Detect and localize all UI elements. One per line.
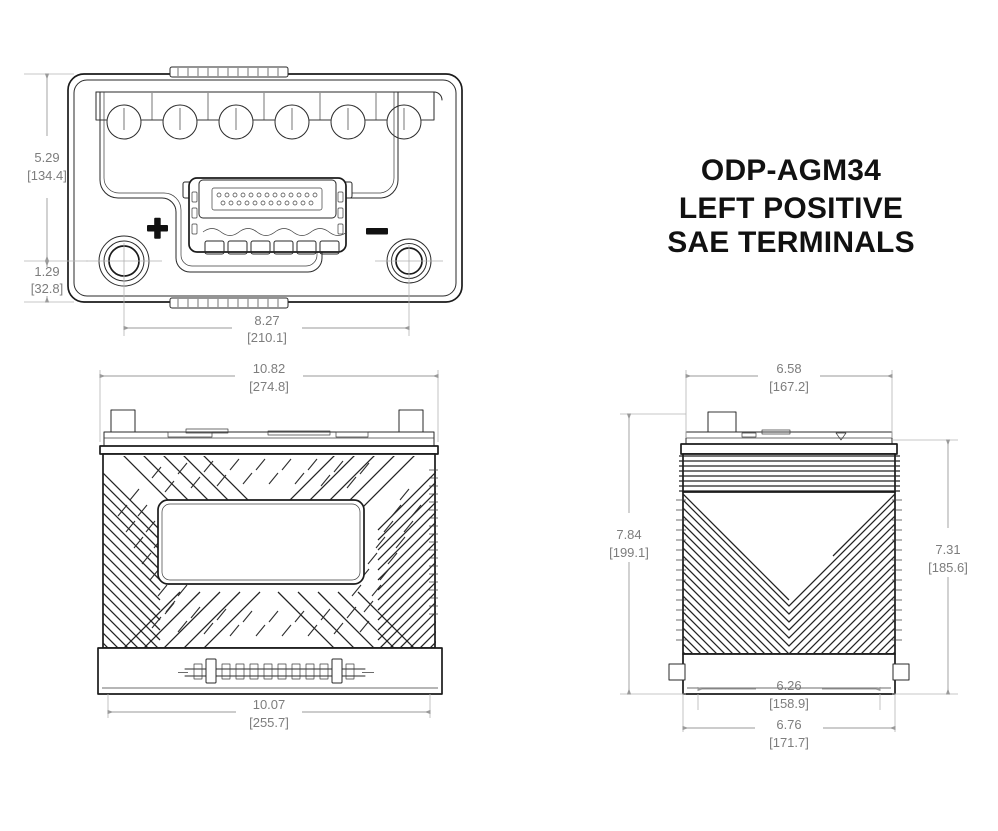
dim-value-inch: 10.07 <box>253 697 286 712</box>
top-view-terminal-centerlines <box>86 243 443 279</box>
vent-cap <box>218 104 254 140</box>
dim-value-inch: 7.84 <box>616 527 641 542</box>
dim-value-inch: 7.31 <box>935 542 960 557</box>
top-view-vent-dividers <box>151 93 377 120</box>
dim-value-mm: [255.7] <box>249 715 289 730</box>
rail-post-left <box>205 658 217 684</box>
front-view <box>0 409 443 695</box>
dim-value-mm: [158.9] <box>769 696 809 711</box>
side-view-foot-left <box>668 663 686 681</box>
front-view-base-rail <box>178 658 374 684</box>
dim-value-inch: 5.29 <box>34 150 59 165</box>
top-view-vent-caps <box>106 104 422 140</box>
dimension-front-width-overall: 10.82 [274.8] <box>99 361 439 442</box>
side-view-foot-right <box>892 663 910 681</box>
top-view-lip-bottom <box>169 297 289 309</box>
top-view-vent-strip <box>95 91 443 140</box>
front-view-cover <box>103 428 435 447</box>
side-view-chevron-pattern <box>683 493 896 653</box>
dimension-side-height-left: 7.84 [199.1] <box>609 413 686 695</box>
handle-teeth <box>204 240 340 255</box>
title-line-model: ODP-AGM34 <box>701 154 881 187</box>
side-view <box>668 411 910 695</box>
dim-value-inch: 1.29 <box>34 264 59 279</box>
vent-cap <box>386 104 422 140</box>
title-line-polarity: LEFT POSITIVE <box>679 192 903 225</box>
title-block: ODP-AGM34 LEFT POSITIVE SAE TERMINALS <box>667 154 915 259</box>
dim-value-mm: [274.8] <box>249 379 289 394</box>
top-view-lip-top-ribs <box>177 68 279 76</box>
handle-wave-edge <box>202 228 348 236</box>
dimension-front-width-base: 10.07 [255.7] <box>107 694 431 730</box>
polarity-plus-icon <box>147 217 168 239</box>
rail-post-right <box>331 658 343 684</box>
side-view-top-ribs <box>679 455 900 492</box>
front-view-texture <box>0 456 436 648</box>
handle-grille-holes <box>216 192 318 206</box>
dim-value-inch: 10.82 <box>253 361 286 376</box>
handle-grille-panel <box>211 187 323 211</box>
dim-value-mm: [185.6] <box>928 560 968 575</box>
vent-cap <box>274 104 310 140</box>
top-view-lip-top <box>169 66 289 78</box>
title-line-terminals: SAE TERMINALS <box>667 226 915 259</box>
dim-value-mm: [134.4] <box>27 168 67 183</box>
dim-value-inch: 8.27 <box>254 313 279 328</box>
dimension-group-top-view: 5.29 [134.4] 1.29 [32.8] 8.27 [210.1] <box>24 73 410 345</box>
dim-value-inch: 6.58 <box>776 361 801 376</box>
dim-value-mm: [199.1] <box>609 545 649 560</box>
front-view-side-ribs <box>429 469 438 615</box>
dimension-group-side-view: 6.58 [167.2] 7.84 [199.1] 7.31 [185.6] <box>609 361 968 750</box>
dim-value-mm: [210.1] <box>247 330 287 345</box>
side-view-cover <box>685 429 893 445</box>
vent-cap <box>106 104 142 140</box>
dimension-side-width-top: 6.58 [167.2] <box>685 361 893 438</box>
dim-value-mm: [167.2] <box>769 379 809 394</box>
top-view <box>67 66 463 309</box>
handle-side-slots <box>191 191 344 235</box>
side-view-edge-ribs <box>676 499 902 641</box>
dimension-side-width-base-outer: 6.76 [171.7] <box>682 694 896 750</box>
dim-value-mm: [171.7] <box>769 735 809 750</box>
vent-cap <box>162 104 198 140</box>
dimension-terminal-spacing: 8.27 [210.1] <box>123 274 410 345</box>
top-view-case-inner-edge <box>73 79 457 297</box>
front-view-terminal-posts <box>110 409 424 437</box>
hatch-corner-top-left <box>0 456 37 504</box>
side-view-cover-lip <box>680 443 898 455</box>
front-view-cover-lip <box>99 445 439 455</box>
front-view-label-panel <box>157 499 365 585</box>
hatch-wedges <box>103 456 436 648</box>
dim-value-inch: 6.76 <box>776 717 801 732</box>
vent-cap <box>330 104 366 140</box>
dimension-side-height-right: 7.31 [185.6] <box>892 439 968 695</box>
dimension-top-terminal-offset: 1.29 [32.8] <box>31 260 64 303</box>
dimension-side-width-base-inner: 6.26 [158.9] <box>697 678 881 711</box>
rail-rungs <box>193 663 355 680</box>
top-view-carry-handle <box>182 177 353 255</box>
front-view-base <box>97 647 443 695</box>
dimension-group-front-view: 10.82 [274.8] 10.07 [255.7] <box>99 361 439 730</box>
polarity-minus-icon <box>366 228 388 235</box>
top-view-recess-contour <box>99 91 399 273</box>
dim-value-mm: [32.8] <box>31 281 64 296</box>
dim-value-inch: 6.26 <box>776 678 801 693</box>
top-view-lip-bottom-ribs <box>177 299 279 307</box>
dimension-top-height-overall: 5.29 [134.4] <box>27 73 67 262</box>
